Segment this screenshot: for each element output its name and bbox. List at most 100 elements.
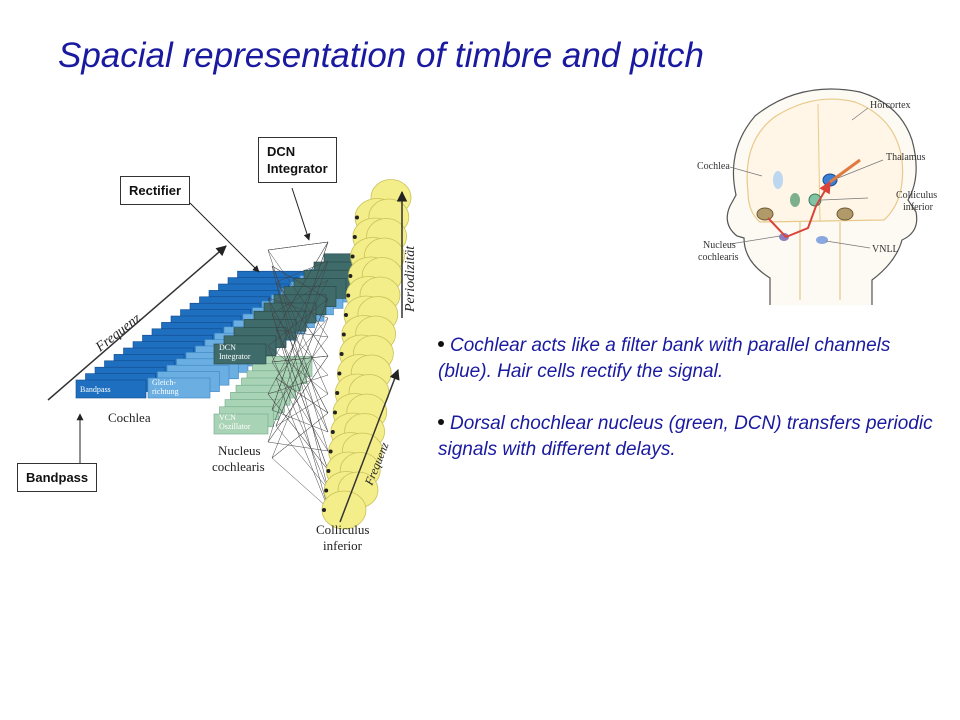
neuron-dot bbox=[339, 352, 344, 356]
brain-label-vnll: VNLL bbox=[872, 244, 899, 255]
fan-line bbox=[271, 457, 329, 509]
neuron-dot bbox=[333, 410, 337, 415]
bullet-list: Cochlear acts like a filter bank with pa… bbox=[438, 333, 938, 489]
brain-label-cochlearis: cochlearis bbox=[698, 252, 739, 263]
dcn-callout-line2: Integrator bbox=[267, 161, 328, 176]
fan-line bbox=[267, 345, 329, 490]
bandpass-slab bbox=[75, 379, 147, 399]
neuron-dot bbox=[341, 332, 346, 337]
rectifier-slab bbox=[147, 377, 211, 399]
bullet-item: Dorsal chochlear nucleus (green, DCN) tr… bbox=[438, 411, 938, 463]
fan-line bbox=[275, 260, 329, 283]
slide-title: Spacial representation of timbre and pit… bbox=[58, 36, 704, 75]
bandpass-channel-stack bbox=[75, 270, 308, 399]
region-label-cochlearis: cochlearis bbox=[212, 459, 265, 474]
vcn-slab bbox=[213, 413, 269, 435]
fan-line bbox=[267, 297, 329, 414]
rectifier-callout: Rectifier bbox=[120, 176, 191, 205]
fan-line bbox=[271, 241, 329, 411]
fan-line bbox=[275, 329, 329, 338]
fan-line bbox=[267, 241, 329, 251]
region-label-cochlea: Cochlea bbox=[108, 410, 151, 425]
brain-illustration bbox=[726, 88, 918, 305]
fan-line bbox=[267, 393, 329, 471]
dcn-integrator-callout: DCN Integrator bbox=[258, 137, 337, 183]
fan-line bbox=[267, 249, 329, 338]
fan-line bbox=[271, 265, 329, 395]
fan-line bbox=[275, 281, 329, 452]
fan-line bbox=[271, 313, 329, 376]
fan-line bbox=[271, 279, 329, 315]
dcn-callout-line1: DCN bbox=[267, 144, 296, 159]
neuron-dot bbox=[330, 430, 335, 434]
fan-line bbox=[267, 279, 329, 395]
fan-line bbox=[275, 298, 329, 427]
connection-lines bbox=[267, 241, 329, 509]
brain-label-thalamus: Thalamus bbox=[886, 152, 926, 163]
stage-label-gleich: Gleich- bbox=[152, 378, 176, 387]
neuron-dot bbox=[355, 215, 359, 220]
neuron-dot bbox=[350, 254, 355, 259]
fan-line bbox=[271, 265, 329, 300]
stage-label-integrator: Integrator bbox=[219, 352, 251, 361]
brain-label-horcortex: Hörcortex bbox=[870, 100, 911, 111]
fan-line bbox=[275, 377, 329, 509]
neuron-dot bbox=[326, 469, 331, 473]
bullet-text-2: Dorsal chochlear nucleus (green, DCN) tr… bbox=[438, 413, 933, 460]
neuron-dot bbox=[337, 371, 342, 376]
rectifier-callout-arrow bbox=[189, 202, 260, 273]
stage-label-bandpass: Bandpass bbox=[80, 385, 111, 394]
periodizitat-axis-label: Periodizität bbox=[403, 245, 418, 313]
fan-line bbox=[267, 441, 329, 452]
dcn-callout-arrow bbox=[291, 187, 311, 241]
bandpass-callout-label: Bandpass bbox=[26, 470, 89, 485]
fan-line bbox=[267, 355, 329, 443]
fan-line bbox=[267, 260, 329, 443]
fan-line bbox=[275, 393, 329, 427]
fan-line bbox=[271, 260, 329, 363]
neuron-dot bbox=[324, 488, 329, 493]
bullet-dot-icon bbox=[438, 340, 444, 347]
neuron-dot bbox=[335, 391, 340, 395]
fan-line bbox=[275, 241, 329, 331]
fan-line bbox=[275, 329, 329, 433]
fan-line bbox=[271, 412, 329, 459]
stage-label-dcn: DCN bbox=[219, 343, 236, 352]
region-label-nucleus: Nucleus bbox=[218, 443, 261, 458]
neuron-dot bbox=[346, 293, 351, 298]
bullet-dot-icon bbox=[438, 418, 444, 425]
fan-line bbox=[275, 377, 329, 414]
frequenz-axis-2 bbox=[339, 369, 400, 523]
bullet-text-1: Cochlear acts like a filter bank with pa… bbox=[438, 335, 891, 382]
dcn-slab bbox=[213, 343, 267, 365]
bandpass-callout: Bandpass bbox=[17, 463, 98, 492]
brain-label-colliculus: Colliculus bbox=[896, 190, 937, 201]
stage-label-oszillator: Oszillator bbox=[219, 422, 251, 431]
fan-line bbox=[271, 336, 329, 411]
fan-line bbox=[267, 298, 329, 347]
fan-line bbox=[275, 425, 329, 490]
fan-line bbox=[267, 374, 329, 395]
fan-line bbox=[275, 281, 329, 357]
fan-line bbox=[267, 345, 329, 395]
fan-line bbox=[267, 297, 329, 319]
fan-line bbox=[271, 409, 329, 433]
fan-line bbox=[271, 361, 329, 452]
neuron-dot bbox=[348, 274, 353, 278]
fan-line bbox=[271, 317, 329, 459]
brain-label-cochlea: Cochlea bbox=[697, 161, 730, 172]
brain-label-inferior: inferior bbox=[903, 202, 934, 213]
brain-label-nucleus: Nucleus bbox=[703, 240, 736, 251]
stage-label-vcn: VCN bbox=[219, 413, 236, 422]
frequenz-axis bbox=[47, 245, 227, 401]
neuron-dot bbox=[352, 235, 357, 239]
bullet-item: Cochlear acts like a filter bank with pa… bbox=[438, 333, 938, 385]
fan-line bbox=[275, 317, 329, 379]
fan-line bbox=[271, 355, 329, 363]
region-label-colliculus: Colliculus bbox=[316, 522, 369, 537]
neuron-dot bbox=[322, 508, 326, 512]
region-label-inferior: inferior bbox=[323, 538, 363, 553]
stage-label-richtung: richtung bbox=[152, 387, 179, 396]
rectifier-callout-label: Rectifier bbox=[129, 183, 182, 198]
